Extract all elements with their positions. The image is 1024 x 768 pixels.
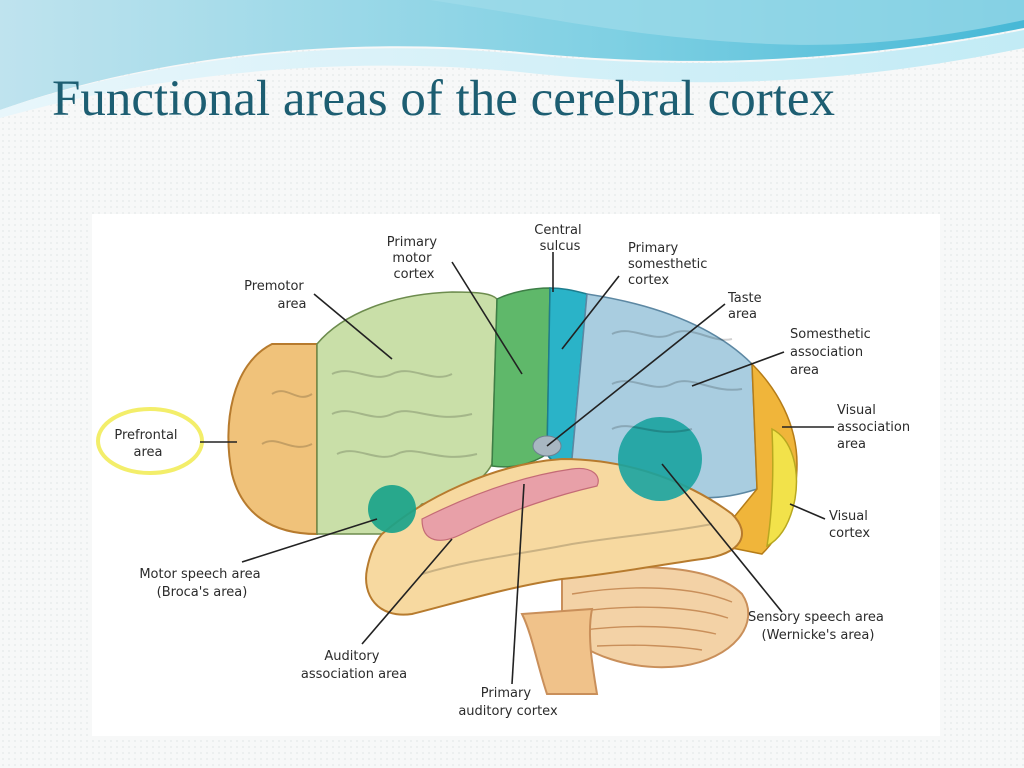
label-visual-association-area: Visual association area bbox=[837, 403, 914, 452]
leader-lines bbox=[200, 252, 834, 685]
slide-title: Functional areas of the cerebral cortex bbox=[52, 71, 836, 127]
prefrontal-area bbox=[227, 343, 318, 536]
label-auditory-association-area: Auditory association area bbox=[301, 649, 407, 682]
auditory-area bbox=[421, 467, 599, 541]
brain-diagram: Central sulcus Primary motor cortex Prim… bbox=[92, 214, 940, 736]
label-primary-auditory-cortex: Primary auditory cortex bbox=[458, 686, 558, 719]
label-premotor-area: Premotor area bbox=[244, 279, 308, 312]
brain-stem bbox=[520, 607, 599, 695]
broca-area bbox=[368, 485, 416, 533]
label-prefrontal-area: Prefrontal area bbox=[114, 428, 181, 460]
header-swoosh bbox=[0, 0, 1024, 118]
prefrontal-highlight-ring bbox=[96, 407, 204, 475]
label-sensory-speech-area: Sensory speech area (Wernicke's area) bbox=[748, 610, 888, 643]
label-somesthetic-association-area: Somesthetic association area bbox=[790, 327, 875, 378]
visual-cortex bbox=[766, 427, 798, 548]
wernicke-area bbox=[618, 417, 702, 501]
label-visual-cortex: Visual cortex bbox=[829, 509, 872, 541]
cerebellum bbox=[561, 566, 750, 669]
label-primary-somesthetic-cortex: Primary somesthetic cortex bbox=[628, 241, 712, 288]
label-central-sulcus: Central sulcus bbox=[534, 223, 585, 254]
label-taste-area: Taste area bbox=[727, 291, 766, 322]
label-primary-motor-cortex: Primary motor cortex bbox=[387, 235, 441, 282]
label-motor-speech-area: Motor speech area (Broca's area) bbox=[139, 567, 264, 600]
